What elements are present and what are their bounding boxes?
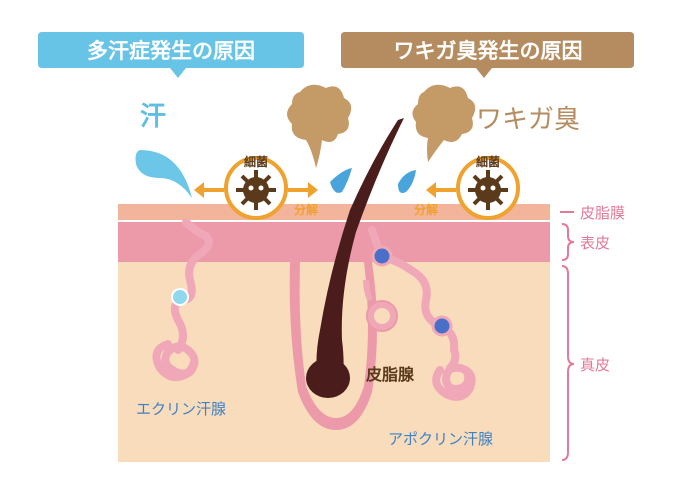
apocrine-duct-dot-2	[431, 315, 453, 337]
eccrine-label: エクリン汗腺	[136, 400, 226, 418]
droplet-icon	[330, 168, 352, 193]
sebaceous-gland	[363, 279, 398, 332]
eccrine-gland	[152, 218, 213, 382]
header-right-text: ワキガ臭発生の原因	[394, 39, 583, 63]
decompose-right-label: 分解	[414, 202, 438, 217]
bacteria-left: 細菌	[224, 154, 288, 220]
odor-cloud-icon	[412, 84, 476, 162]
apocrine-label: アポクリン汗腺	[388, 430, 493, 448]
bacteria-right-label: 細菌	[476, 154, 500, 169]
sebum-film-layer	[118, 204, 550, 220]
eccrine-duct-dot	[171, 288, 189, 306]
dermis-label: 真皮	[580, 356, 610, 374]
sweat-drop-icon	[135, 150, 192, 198]
arrow-left	[194, 182, 318, 198]
bacteria-icon	[236, 170, 276, 210]
decompose-left-label: 分解	[294, 202, 318, 217]
header-left-text: 多汗症発生の原因	[87, 39, 255, 63]
bacteria-left-label: 細菌	[244, 154, 268, 169]
bacteria-right: 細菌	[456, 154, 520, 220]
odor-label: ワキガ臭	[476, 105, 580, 135]
odor-cloud-icon	[287, 84, 352, 168]
header-right: ワキガ臭発生の原因	[341, 32, 634, 78]
apocrine-duct-dot-1	[371, 245, 393, 267]
sebum-film-label: 皮脂膜	[580, 204, 625, 222]
arrow-right	[426, 182, 456, 198]
layer-legend	[560, 211, 575, 461]
hair-bulb	[306, 358, 350, 398]
sebaceous-gland-label: 皮脂腺	[365, 365, 415, 384]
droplet-icon	[398, 170, 416, 193]
hair-shaft	[316, 118, 404, 397]
epidermis-label: 表皮	[580, 234, 610, 252]
sweat-label: 汗	[140, 102, 166, 132]
bacteria-icon	[468, 170, 508, 210]
header-left: 多汗症発生の原因	[38, 32, 304, 78]
